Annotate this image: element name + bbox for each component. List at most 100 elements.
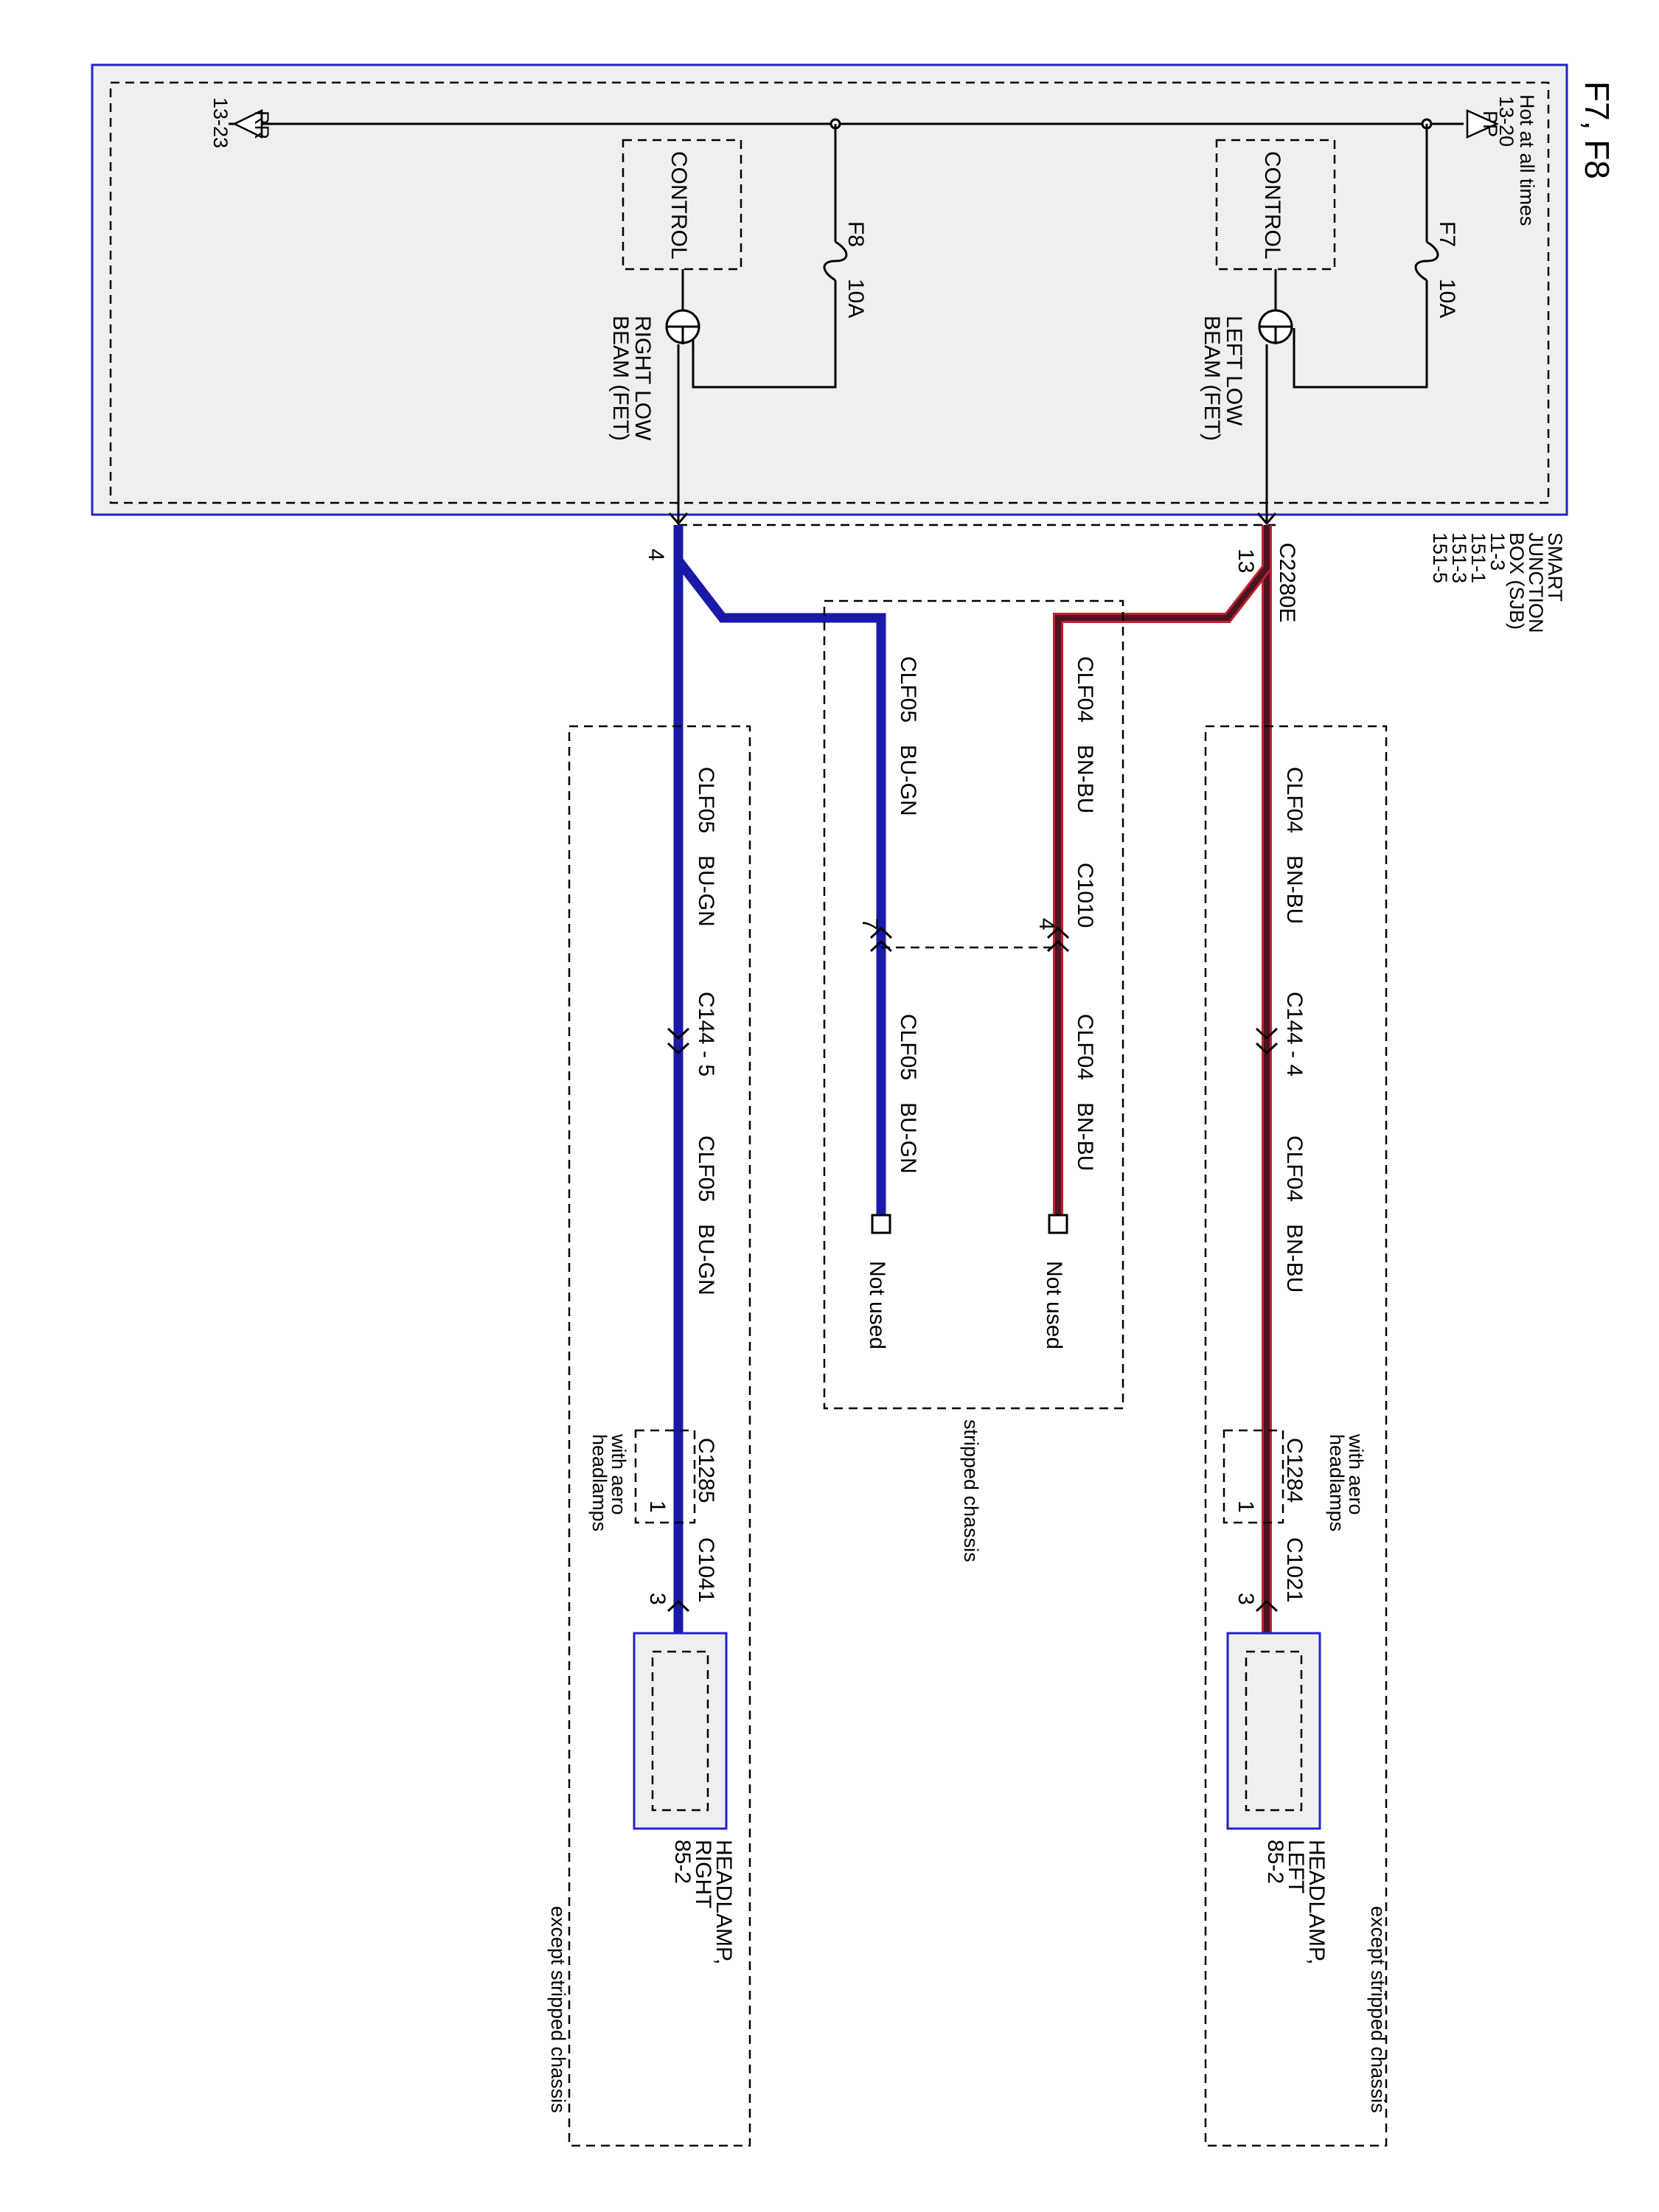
power-tag-left: PP <box>1479 111 1501 137</box>
control-label-left: CONTROL <box>1260 151 1284 260</box>
except-stripped-left: except stripped chassis <box>1367 1906 1389 2113</box>
c144-4-connector-icon <box>1255 1027 1279 1055</box>
right-beam-line2: BEAM (FET) <box>608 316 633 441</box>
stripped-wire-a1-color: BN-BU <box>1073 745 1097 813</box>
c144-5-label: C144 - 5 <box>694 992 718 1077</box>
stripped-chassis-label: stripped chassis <box>960 1419 982 1562</box>
sjb-line7: 151-5 <box>1429 532 1451 583</box>
left-wire2-color: BN-BU <box>1282 1224 1307 1293</box>
left-wire1-circuit: CLF04 <box>1282 767 1307 833</box>
power-source-rr-icon <box>232 109 263 139</box>
not-used-terminal-b-icon <box>871 1214 891 1234</box>
c1285-pin: 1 <box>645 1500 669 1513</box>
headlamp-right-line2: RIGHT <box>691 1840 715 1908</box>
aero-connector-c1284-box <box>1222 1429 1284 1524</box>
left-aero-note-1: with aero <box>1345 1433 1367 1515</box>
right-aero-note-2: headlamps <box>588 1434 611 1531</box>
headlamp-left-line2: LEFT <box>1284 1840 1308 1893</box>
left-wire2-circuit: CLF04 <box>1282 1135 1307 1202</box>
c1284-pin: 1 <box>1234 1500 1258 1513</box>
c1010-pin-a-icon <box>1046 926 1070 953</box>
fuse-f7-icon <box>1414 240 1439 282</box>
headlamp-left-line1: HEADLAMP, <box>1304 1840 1329 1965</box>
fuse-f8-rating: 10A <box>844 279 868 318</box>
c1041-pin: 3 <box>645 1593 669 1605</box>
sjb-pin-left: 13 <box>1234 549 1258 573</box>
sjb-line6: 151-3 <box>1448 532 1470 583</box>
right-branch <box>674 557 886 1217</box>
control-box-right <box>622 139 742 271</box>
headlamp-right-line3: 85-2 <box>670 1840 695 1884</box>
c1041-label: C1041 <box>694 1537 718 1602</box>
c1021-label: C1021 <box>1282 1537 1307 1602</box>
c1284-label: C1284 <box>1282 1438 1307 1503</box>
c1010-label: C1010 <box>1073 863 1097 928</box>
f7-feed-wire <box>1293 124 1428 389</box>
except-stripped-right: except stripped chassis <box>547 1906 569 2113</box>
headlamp-right-inner <box>651 1650 709 1812</box>
stripped-wire-b2-circuit: CLF05 <box>896 1014 920 1080</box>
f8-feed-wire <box>692 124 837 389</box>
sjb-box <box>91 63 1568 516</box>
not-used-terminal-a-icon <box>1048 1214 1068 1234</box>
right-wire1-color: BU-GN <box>694 855 718 927</box>
stripped-wire-b1-circuit: CLF05 <box>896 656 920 723</box>
right-aero-note-1: with aero <box>608 1433 630 1515</box>
c1285-label: C1285 <box>694 1438 718 1503</box>
left-aero-note-2: headlamps <box>1326 1434 1348 1531</box>
right-beam-line1: RIGHT LOW <box>630 316 655 441</box>
headlamp-left-inner <box>1245 1650 1303 1812</box>
headlamp-right-line1: HEADLAMP, <box>712 1840 736 1965</box>
sjb-line3: BOX (SJB) <box>1506 532 1528 630</box>
c1010-pin-b-icon <box>869 926 893 953</box>
c1041-arrow <box>667 1599 690 1613</box>
hot-at-all-times: Hot at all times <box>1516 94 1538 226</box>
fuse-f7-rating: 10A <box>1435 279 1459 318</box>
right-wire2-color: BU-GN <box>694 1224 718 1295</box>
headlamp-right <box>633 1632 728 1830</box>
headlamp-left-line3: 85-2 <box>1263 1840 1287 1884</box>
sjb-line4: 11-3 <box>1486 532 1509 571</box>
headlamp-left <box>1226 1632 1321 1830</box>
left-beam-line2: BEAM (FET) <box>1200 316 1224 441</box>
fuse-f8-icon <box>823 240 848 282</box>
diagram-title: F7, F8 <box>1578 81 1616 179</box>
c1010-pin-b: 7 <box>858 918 882 931</box>
c1010-pin-a: 4 <box>1034 918 1059 931</box>
left-wire1-color: BN-BU <box>1282 855 1307 924</box>
c1021-arrow <box>1255 1599 1279 1613</box>
control-box-left <box>1215 139 1336 271</box>
left-branch-core <box>1055 566 1270 1217</box>
stripped-wire-a2-circuit: CLF04 <box>1073 1014 1097 1080</box>
c144-4-label: C144 - 4 <box>1282 992 1307 1077</box>
c1021-pin: 3 <box>1234 1593 1258 1605</box>
sjb-pin-right-arrow <box>668 512 689 526</box>
not-used-b: Not used <box>865 1261 889 1349</box>
fuse-f8-name: F8 <box>844 221 868 247</box>
power-source-pp-icon <box>1466 109 1500 139</box>
sjb-pin-left-arrow <box>1256 512 1277 526</box>
except-stripped-box-right <box>568 725 751 2147</box>
control-label-right: CONTROL <box>667 151 691 260</box>
left-beam-line1: LEFT LOW <box>1222 316 1246 426</box>
sjb-line2: JUNCTION <box>1525 532 1547 633</box>
stripped-chassis-box <box>823 599 1124 1410</box>
stripped-wire-b1-color: BU-GN <box>896 745 920 816</box>
right-wire2-circuit: CLF05 <box>694 1135 718 1202</box>
except-stripped-box-left <box>1204 725 1388 2147</box>
stripped-wire-a2-color: BN-BU <box>1073 1102 1097 1171</box>
connector-c2280e: C2280E <box>1275 543 1299 622</box>
stripped-wire-b2-color: BU-GN <box>896 1102 920 1174</box>
sjb-line1: SMART <box>1544 532 1566 602</box>
aero-connector-c1285-box <box>634 1429 696 1524</box>
power-tag-right: RR <box>251 111 273 139</box>
stripped-wire-a1-circuit: CLF04 <box>1073 656 1097 723</box>
sjb-pin-right: 4 <box>644 549 668 561</box>
fuse-f7-name: F7 <box>1435 221 1459 247</box>
power-ref-right: 13-23 <box>209 97 232 148</box>
right-wire1-circuit: CLF05 <box>694 767 718 833</box>
power-ref-left: 13-20 <box>1495 96 1517 147</box>
not-used-a: Not used <box>1042 1261 1066 1349</box>
c144-5-connector-icon <box>667 1027 690 1055</box>
